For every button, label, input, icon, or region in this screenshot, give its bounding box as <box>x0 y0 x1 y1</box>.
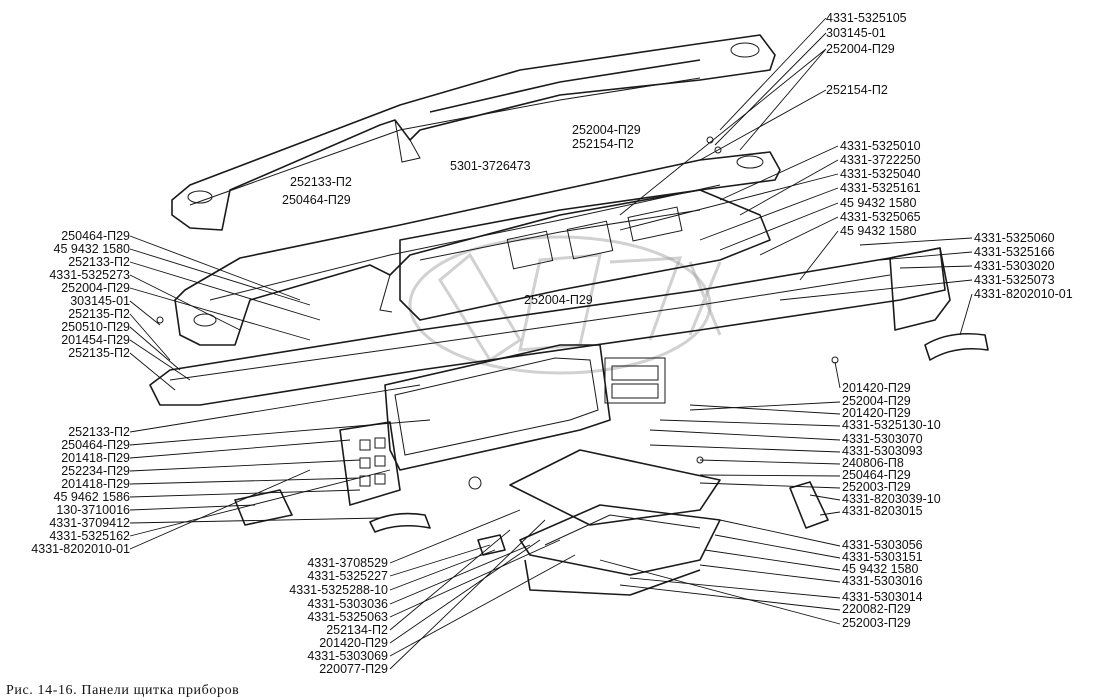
part-label: 4331-8203039-10 <box>842 492 941 506</box>
part-label: 45 9432 1580 <box>842 562 919 576</box>
part-label: 4331-5325010 <box>840 139 921 153</box>
part-label: 201418-П29 <box>61 477 130 491</box>
part-label: 4331-3708529 <box>307 556 388 570</box>
part-label: 220077-П29 <box>319 662 388 676</box>
part-label: 250464-П29 <box>61 229 130 243</box>
part-label: 201418-П29 <box>61 451 130 465</box>
part-label: 4331-5325105 <box>826 11 907 25</box>
part-label: 250464-П29 <box>842 468 911 482</box>
part-label: 4331-5325161 <box>840 181 921 195</box>
part-label: 252133-П2 <box>290 175 352 189</box>
part-label: 4331-8202010-01 <box>974 287 1073 301</box>
glovebox-drawing <box>509 449 721 596</box>
part-label: 4331-5325073 <box>974 273 1055 287</box>
part-label: 4331-5325288-10 <box>289 583 388 597</box>
part-label: 252154-П2 <box>572 137 634 151</box>
instrument-face-drawing <box>384 344 666 471</box>
lower-dash-beam-drawing <box>149 247 951 406</box>
part-label: 252004-П29 <box>572 123 641 137</box>
part-label: 4331-5325166 <box>974 245 1055 259</box>
part-label: 303145-01 <box>826 26 886 40</box>
part-label: 303145-01 <box>70 294 130 308</box>
part-label: 4331-5325130-10 <box>842 418 941 432</box>
part-label: 4331-5325065 <box>840 210 921 224</box>
part-label: 252004-П29 <box>842 394 911 408</box>
part-label: 252133-П2 <box>68 255 130 269</box>
part-label: 4331-5303014 <box>842 590 923 604</box>
part-label: 4331-5303151 <box>842 550 923 564</box>
part-label: 250510-П29 <box>61 320 130 334</box>
part-label: 45 9462 1586 <box>54 490 131 504</box>
part-label: 4331-5303069 <box>307 649 388 663</box>
part-label: 201420-П29 <box>842 406 911 420</box>
figure-caption: Рис. 14-16. Панели щитка приборов <box>6 683 239 698</box>
part-label: 201420-П29 <box>842 381 911 395</box>
part-label: 4331-5303016 <box>842 574 923 588</box>
part-label: 201420-П29 <box>319 636 388 650</box>
part-label: 45 9432 1580 <box>840 196 917 210</box>
part-label: 252135-П2 <box>68 307 130 321</box>
labels-bottom-center: 4331-3708529 4331-5325227 4331-5325288-1… <box>289 556 388 676</box>
part-label: 252004-П29 <box>524 293 593 307</box>
part-label: 240806-П8 <box>842 456 904 470</box>
handle-left-icon <box>369 512 431 533</box>
knob-icon <box>468 476 482 490</box>
handle-right-icon <box>924 332 989 361</box>
cluster-housing-drawing <box>399 189 771 321</box>
part-label: 4331-5325227 <box>307 569 388 583</box>
part-label: 250464-П29 <box>282 193 351 207</box>
top-visor-panel-drawing <box>171 34 776 231</box>
labels-right-bottom: 201420-П29 252004-П29 201420-П29 4331-53… <box>842 381 941 630</box>
part-label: 252135-П2 <box>68 346 130 360</box>
watermark-logo <box>408 235 722 375</box>
ashtray-icon <box>789 481 829 529</box>
switch-panel-drawing <box>339 421 401 506</box>
labels-center: 252004-П29 252154-П2 5301-3726473 252133… <box>282 123 641 307</box>
part-label: 4331-5325162 <box>49 529 130 543</box>
labels-left: 250464-П29 45 9432 1580 252133-П2 4331-5… <box>49 229 130 360</box>
lock-icon <box>477 534 506 556</box>
part-label: 220082-П29 <box>842 602 911 616</box>
part-label: 4331-5303020 <box>974 259 1055 273</box>
part-label: 4331-5325040 <box>840 167 921 181</box>
part-label: 4331-5303036 <box>307 597 388 611</box>
part-label: 250464-П29 <box>61 438 130 452</box>
part-label: 4331-5325273 <box>49 268 130 282</box>
part-label: 4331-5325063 <box>307 610 388 624</box>
part-label: 4331-5325060 <box>974 231 1055 245</box>
part-label: 45 9432 1580 <box>840 224 917 238</box>
part-label: 4331-5303093 <box>842 444 923 458</box>
labels-left-bottom: 252133-П2 250464-П29 201418-П29 252234-П… <box>31 425 130 556</box>
part-label: 252004-П29 <box>61 281 130 295</box>
leader-lines <box>129 17 973 670</box>
part-label: 201454-П29 <box>61 333 130 347</box>
labels-right: 4331-5325105 303145-01 252004-П29 252154… <box>826 11 1073 301</box>
part-label: 4331-5303056 <box>842 538 923 552</box>
part-label: 4331-8203015 <box>842 504 923 518</box>
part-label: 5301-3726473 <box>450 159 531 173</box>
part-label: 252003-П29 <box>842 616 911 630</box>
part-label: 252154-П2 <box>826 83 888 97</box>
part-label: 4331-8202010-01 <box>31 542 130 556</box>
part-label: 4331-5303070 <box>842 432 923 446</box>
part-label: 252134-П2 <box>326 623 388 637</box>
part-label: 4331-3709412 <box>49 516 130 530</box>
part-label: 252003-П29 <box>842 480 911 494</box>
part-label: 252004-П29 <box>826 42 895 56</box>
part-label: 252234-П29 <box>61 464 130 478</box>
part-label: 252133-П2 <box>68 425 130 439</box>
part-label: 4331-3722250 <box>840 153 921 167</box>
part-label: 130-3710016 <box>56 503 130 517</box>
part-label: 45 9432 1580 <box>54 242 131 256</box>
